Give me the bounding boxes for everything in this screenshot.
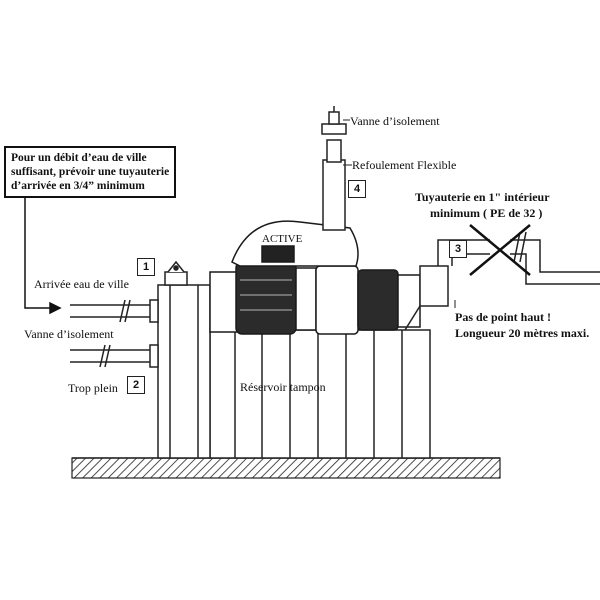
- label-longueur: Longueur 20 mètres maxi.: [455, 326, 590, 340]
- buffer-tank: [209, 329, 431, 459]
- marker-2: 2: [127, 376, 145, 394]
- note-box: Pour un débit d’eau de ville suffisant, …: [4, 146, 177, 198]
- marker-4: 4: [348, 180, 366, 198]
- inlet-pipes: [70, 299, 159, 368]
- note-line-3: d’arrivée en 3/4” minimum: [11, 180, 145, 192]
- label-tuyauterie-line2: minimum ( PE de 32 ): [430, 206, 543, 220]
- label-arrivee: Arrivée eau de ville: [34, 277, 129, 291]
- label-reservoir: Réservoir tampon: [240, 380, 326, 394]
- note-line-2: suffisant, prévoir une tuyauterie: [11, 166, 170, 178]
- forbidden-cross: [469, 224, 531, 276]
- label-active: ACTIVE: [262, 233, 303, 245]
- label-tuyauterie: Tuyauterie en 1" intérieur: [415, 190, 550, 204]
- outlet-pipe: [404, 231, 600, 331]
- label-vanne-isolement-top: Vanne d’isolement: [350, 114, 440, 128]
- label-refoulement: Refoulement Flexible: [352, 158, 457, 172]
- ground: [71, 457, 501, 479]
- label-trop-plein: Trop plein: [68, 381, 118, 395]
- leader-lines: [343, 119, 456, 308]
- marker-1: 1: [137, 258, 155, 276]
- inlet-column: [157, 260, 211, 459]
- note-arrow: [24, 196, 62, 315]
- label-point-haut: Pas de point haut !: [455, 310, 552, 324]
- pump: [209, 220, 421, 335]
- discharge-pipe: [321, 106, 347, 231]
- label-vanne-isolement-left: Vanne d’isolement: [24, 327, 114, 341]
- note-line-1: Pour un débit d’eau de ville: [11, 152, 147, 164]
- marker-3: 3: [449, 240, 467, 258]
